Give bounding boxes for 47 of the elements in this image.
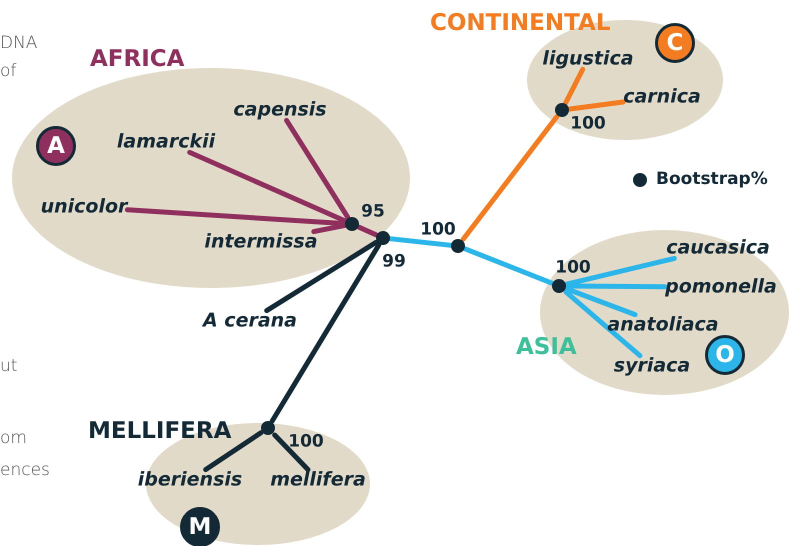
taxon-label: capensis — [233, 100, 327, 120]
tree-branch — [124, 207, 348, 226]
tree-branch — [564, 286, 638, 318]
group-heading: AFRICA — [90, 48, 184, 71]
taxon-label: lamarckii — [116, 132, 216, 152]
tree-branch — [566, 100, 626, 112]
group-heading: MELLIFERA — [88, 420, 232, 443]
bootstrap-value: 100 — [420, 222, 456, 238]
side-text: ut — [0, 358, 18, 375]
node-dot — [451, 239, 465, 253]
taxon-label: syriaca — [614, 356, 690, 376]
tree-branch — [270, 242, 382, 424]
tree-branch — [272, 432, 310, 472]
group-heading: ASIA — [516, 336, 577, 359]
tree-branch — [264, 240, 378, 314]
tree-branch — [388, 236, 454, 248]
legend-label: Bootstrap% — [656, 171, 768, 188]
tree-branch — [563, 66, 586, 106]
tree-branch — [187, 150, 348, 224]
tree-branch — [311, 222, 348, 234]
bootstrap-value: 99 — [382, 254, 406, 270]
taxon-label: carnica — [623, 86, 701, 108]
group-heading: CONTINENTAL — [430, 12, 610, 35]
tree-branch — [356, 224, 378, 238]
tree-branch — [203, 430, 264, 472]
bootstrap-value: 100 — [288, 434, 324, 450]
taxon-label: A cerana — [203, 310, 297, 332]
side-text: of — [0, 63, 16, 80]
bootstrap-value: 95 — [361, 204, 385, 220]
taxon-label: iberiensis — [138, 470, 242, 490]
taxon-label: pomonella — [665, 276, 777, 298]
tree-branch — [462, 246, 554, 286]
side-text: DNA — [0, 35, 38, 52]
bootstrap-value: 100 — [570, 116, 606, 132]
tree-branch — [284, 118, 350, 220]
taxon-label: intermissa — [204, 232, 318, 252]
taxon-label: ligustica — [542, 48, 634, 70]
node-dot — [376, 231, 390, 245]
taxon-label: mellifera — [270, 470, 366, 490]
side-text: ences — [0, 462, 50, 479]
taxon-label: caucasica — [666, 238, 770, 258]
side-text: om — [0, 430, 27, 447]
taxon-label: unicolor — [40, 196, 128, 218]
taxon-label: anatoliaca — [607, 314, 719, 336]
tree-branch — [460, 114, 560, 242]
bootstrap-value: 100 — [555, 260, 591, 276]
tree-branch — [564, 290, 642, 358]
